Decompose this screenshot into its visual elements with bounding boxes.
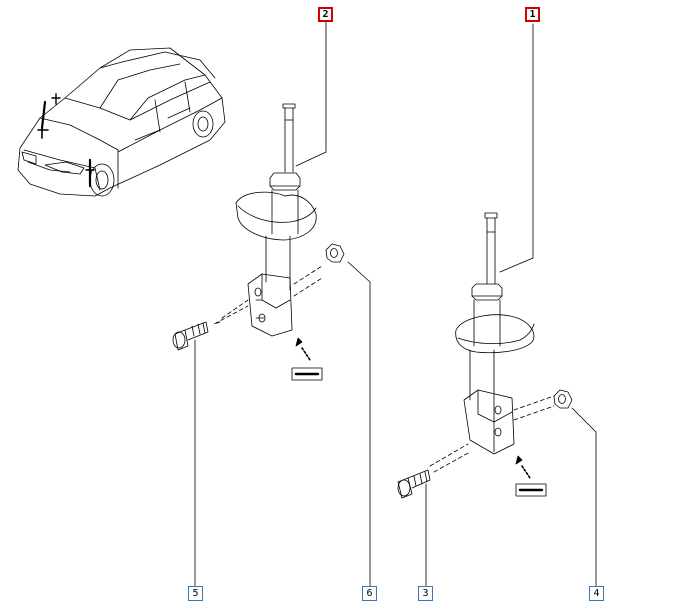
orientation-arrow-icon [515,455,547,497]
nut-icon [553,389,573,409]
callout-part-2[interactable]: 2 [318,7,333,22]
callout-part-1[interactable]: 1 [525,7,540,22]
leader-lines [194,21,597,587]
bolt-icon [172,321,209,351]
bolt-icon [397,469,431,499]
nut-icon [325,243,345,263]
shock-absorber-icon [235,103,317,337]
callout-part-6[interactable]: 6 [362,586,377,601]
shock-absorber-icon [455,212,535,455]
callout-part-5[interactable]: 5 [188,586,203,601]
callout-part-4[interactable]: 4 [589,586,604,601]
callout-part-3[interactable]: 3 [418,586,433,601]
car-icon [17,47,226,197]
orientation-arrow-icon [291,337,323,381]
